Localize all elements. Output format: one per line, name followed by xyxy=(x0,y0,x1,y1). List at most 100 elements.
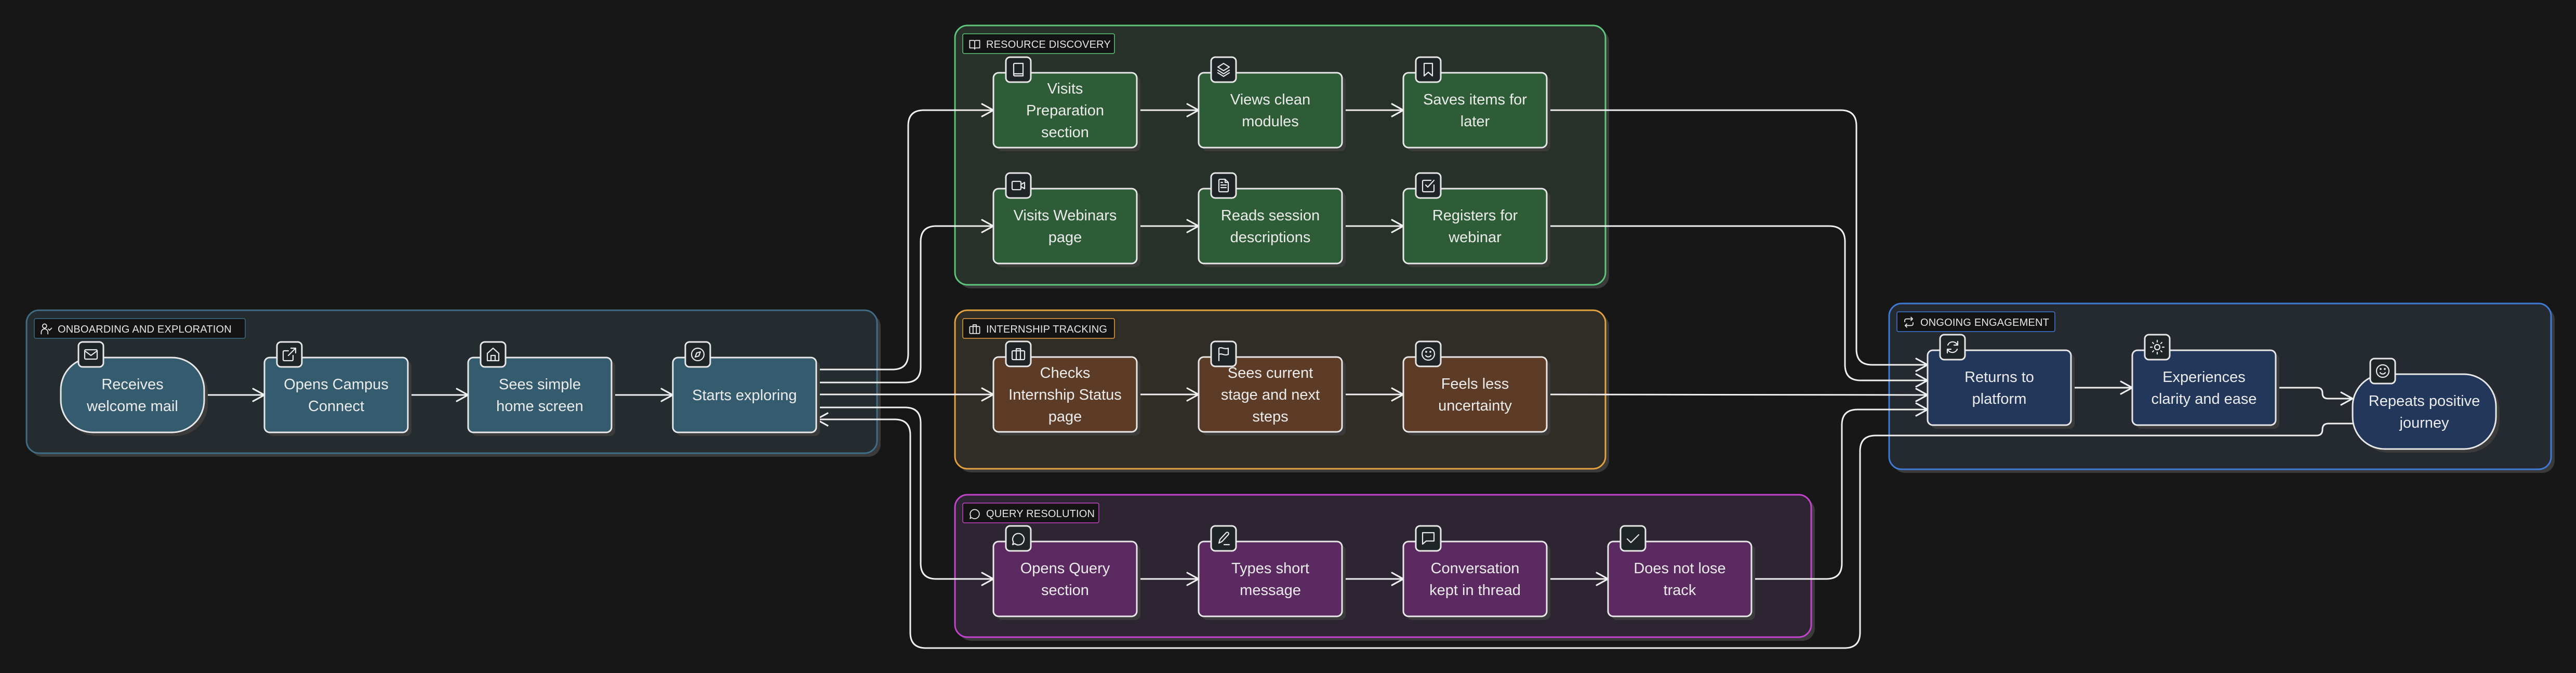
edge-o2-o3 xyxy=(2276,387,2355,406)
node-label-line: Sees current xyxy=(1228,365,1313,381)
node-icon-badge xyxy=(2369,358,2396,385)
check-icon xyxy=(1626,534,1640,544)
node-box[interactable] xyxy=(1402,540,1548,617)
group-label-box xyxy=(1896,311,2055,332)
node-r6[interactable]: Registers for webinar xyxy=(1402,172,1550,267)
node-label-line: Internship Status xyxy=(1008,387,1122,403)
group-label: INTERNSHIP TRACKING xyxy=(962,318,1115,339)
node-label-line: page xyxy=(1048,229,1082,246)
node-box[interactable] xyxy=(2131,349,2277,426)
node-label-line: Feels less xyxy=(1441,376,1509,392)
node-box[interactable] xyxy=(1198,188,1343,265)
node-label-line: home screen xyxy=(496,398,583,415)
node-box[interactable] xyxy=(1607,540,1752,617)
node-label-line: Types short xyxy=(1231,560,1309,577)
node-box[interactable] xyxy=(263,357,409,433)
video-icon xyxy=(1011,180,1026,191)
message-square-icon xyxy=(1422,532,1435,545)
group-label-text: INTERNSHIP TRACKING xyxy=(986,324,1107,335)
node-label-line: section xyxy=(1041,582,1089,599)
node-label-line: clarity and ease xyxy=(2151,391,2256,407)
home-icon xyxy=(486,347,500,362)
node-q2[interactable]: Types short message xyxy=(1198,525,1346,620)
node-label-line: Registers for xyxy=(1432,207,1518,224)
node-box[interactable] xyxy=(1198,540,1343,617)
node-box[interactable] xyxy=(992,540,1138,617)
node-box[interactable] xyxy=(1927,349,2072,426)
node-icon-badge xyxy=(1210,525,1237,552)
node-box[interactable] xyxy=(992,188,1138,265)
node-icon-badge xyxy=(2144,334,2171,361)
node-icon-badge xyxy=(1619,525,1646,552)
arrow-head-icon xyxy=(2340,391,2355,406)
compass-icon xyxy=(691,347,705,362)
briefcase-icon xyxy=(969,324,980,334)
node-label-line: Experiences xyxy=(2162,369,2246,386)
node-box[interactable] xyxy=(1402,356,1548,433)
node-label-line: Visits Webinars xyxy=(1014,207,1117,224)
node-label-line: later xyxy=(1460,113,1490,130)
node-icon-badge xyxy=(1210,56,1237,83)
node-icon-badge xyxy=(77,341,104,368)
flag-icon xyxy=(1218,347,1229,362)
node-i3[interactable]: Feels less uncertainty xyxy=(1402,340,1550,436)
node-label-line: Receives xyxy=(101,376,163,393)
node-box[interactable] xyxy=(1402,188,1548,265)
node-label-line: descriptions xyxy=(1230,229,1311,246)
node-box[interactable] xyxy=(1402,72,1548,149)
node-label-line: message xyxy=(1240,582,1301,599)
node-box[interactable] xyxy=(467,357,613,433)
node-icon-badge xyxy=(684,341,711,368)
edge-line xyxy=(1751,408,1928,580)
edge-line xyxy=(816,418,2353,649)
edge-line xyxy=(1547,109,1928,366)
node-o2[interactable]: Experiences clarity and ease xyxy=(2131,334,2279,429)
node-box[interactable] xyxy=(992,356,1138,433)
node-r4[interactable]: Visits Webinars page xyxy=(992,172,1140,267)
group-label-box xyxy=(34,318,246,339)
node-label-line: Conversation xyxy=(1431,560,1520,577)
node-box[interactable] xyxy=(672,357,817,433)
node-label-line: stage and next xyxy=(1221,387,1320,403)
node-n4[interactable]: Starts exploring xyxy=(672,341,820,436)
node-label-line: webinar xyxy=(1448,229,1502,246)
group-label: RESOURCE DISCOVERY xyxy=(962,33,1115,54)
node-label-line: Checks xyxy=(1040,365,1091,381)
node-box[interactable] xyxy=(992,72,1138,149)
node-label-line: section xyxy=(1041,124,1089,141)
group-label: QUERY RESOLUTION xyxy=(962,503,1099,523)
node-label-line: uncertainty xyxy=(1438,398,1512,414)
group-label-text: ONBOARDING AND EXPLORATION xyxy=(58,324,232,335)
node-icon-badge xyxy=(1005,340,1032,367)
node-label-line: page xyxy=(1048,408,1082,425)
node-box[interactable] xyxy=(1198,72,1343,149)
node-box[interactable] xyxy=(60,357,205,433)
node-icon-badge xyxy=(1939,334,1966,361)
edge-line xyxy=(1547,225,1928,381)
edge-line xyxy=(816,225,993,384)
node-label-line: steps xyxy=(1252,408,1288,425)
node-i2[interactable]: Sees current stage and next steps xyxy=(1198,340,1346,436)
mail-icon xyxy=(84,349,98,360)
node-box[interactable] xyxy=(1198,356,1343,433)
external-link-icon xyxy=(282,347,297,362)
node-icon-badge xyxy=(1415,172,1442,199)
message-circle-icon xyxy=(1012,533,1025,546)
node-box[interactable] xyxy=(2352,373,2497,450)
edge-line xyxy=(816,109,993,371)
node-label-line: Repeats positive xyxy=(2369,393,2480,410)
